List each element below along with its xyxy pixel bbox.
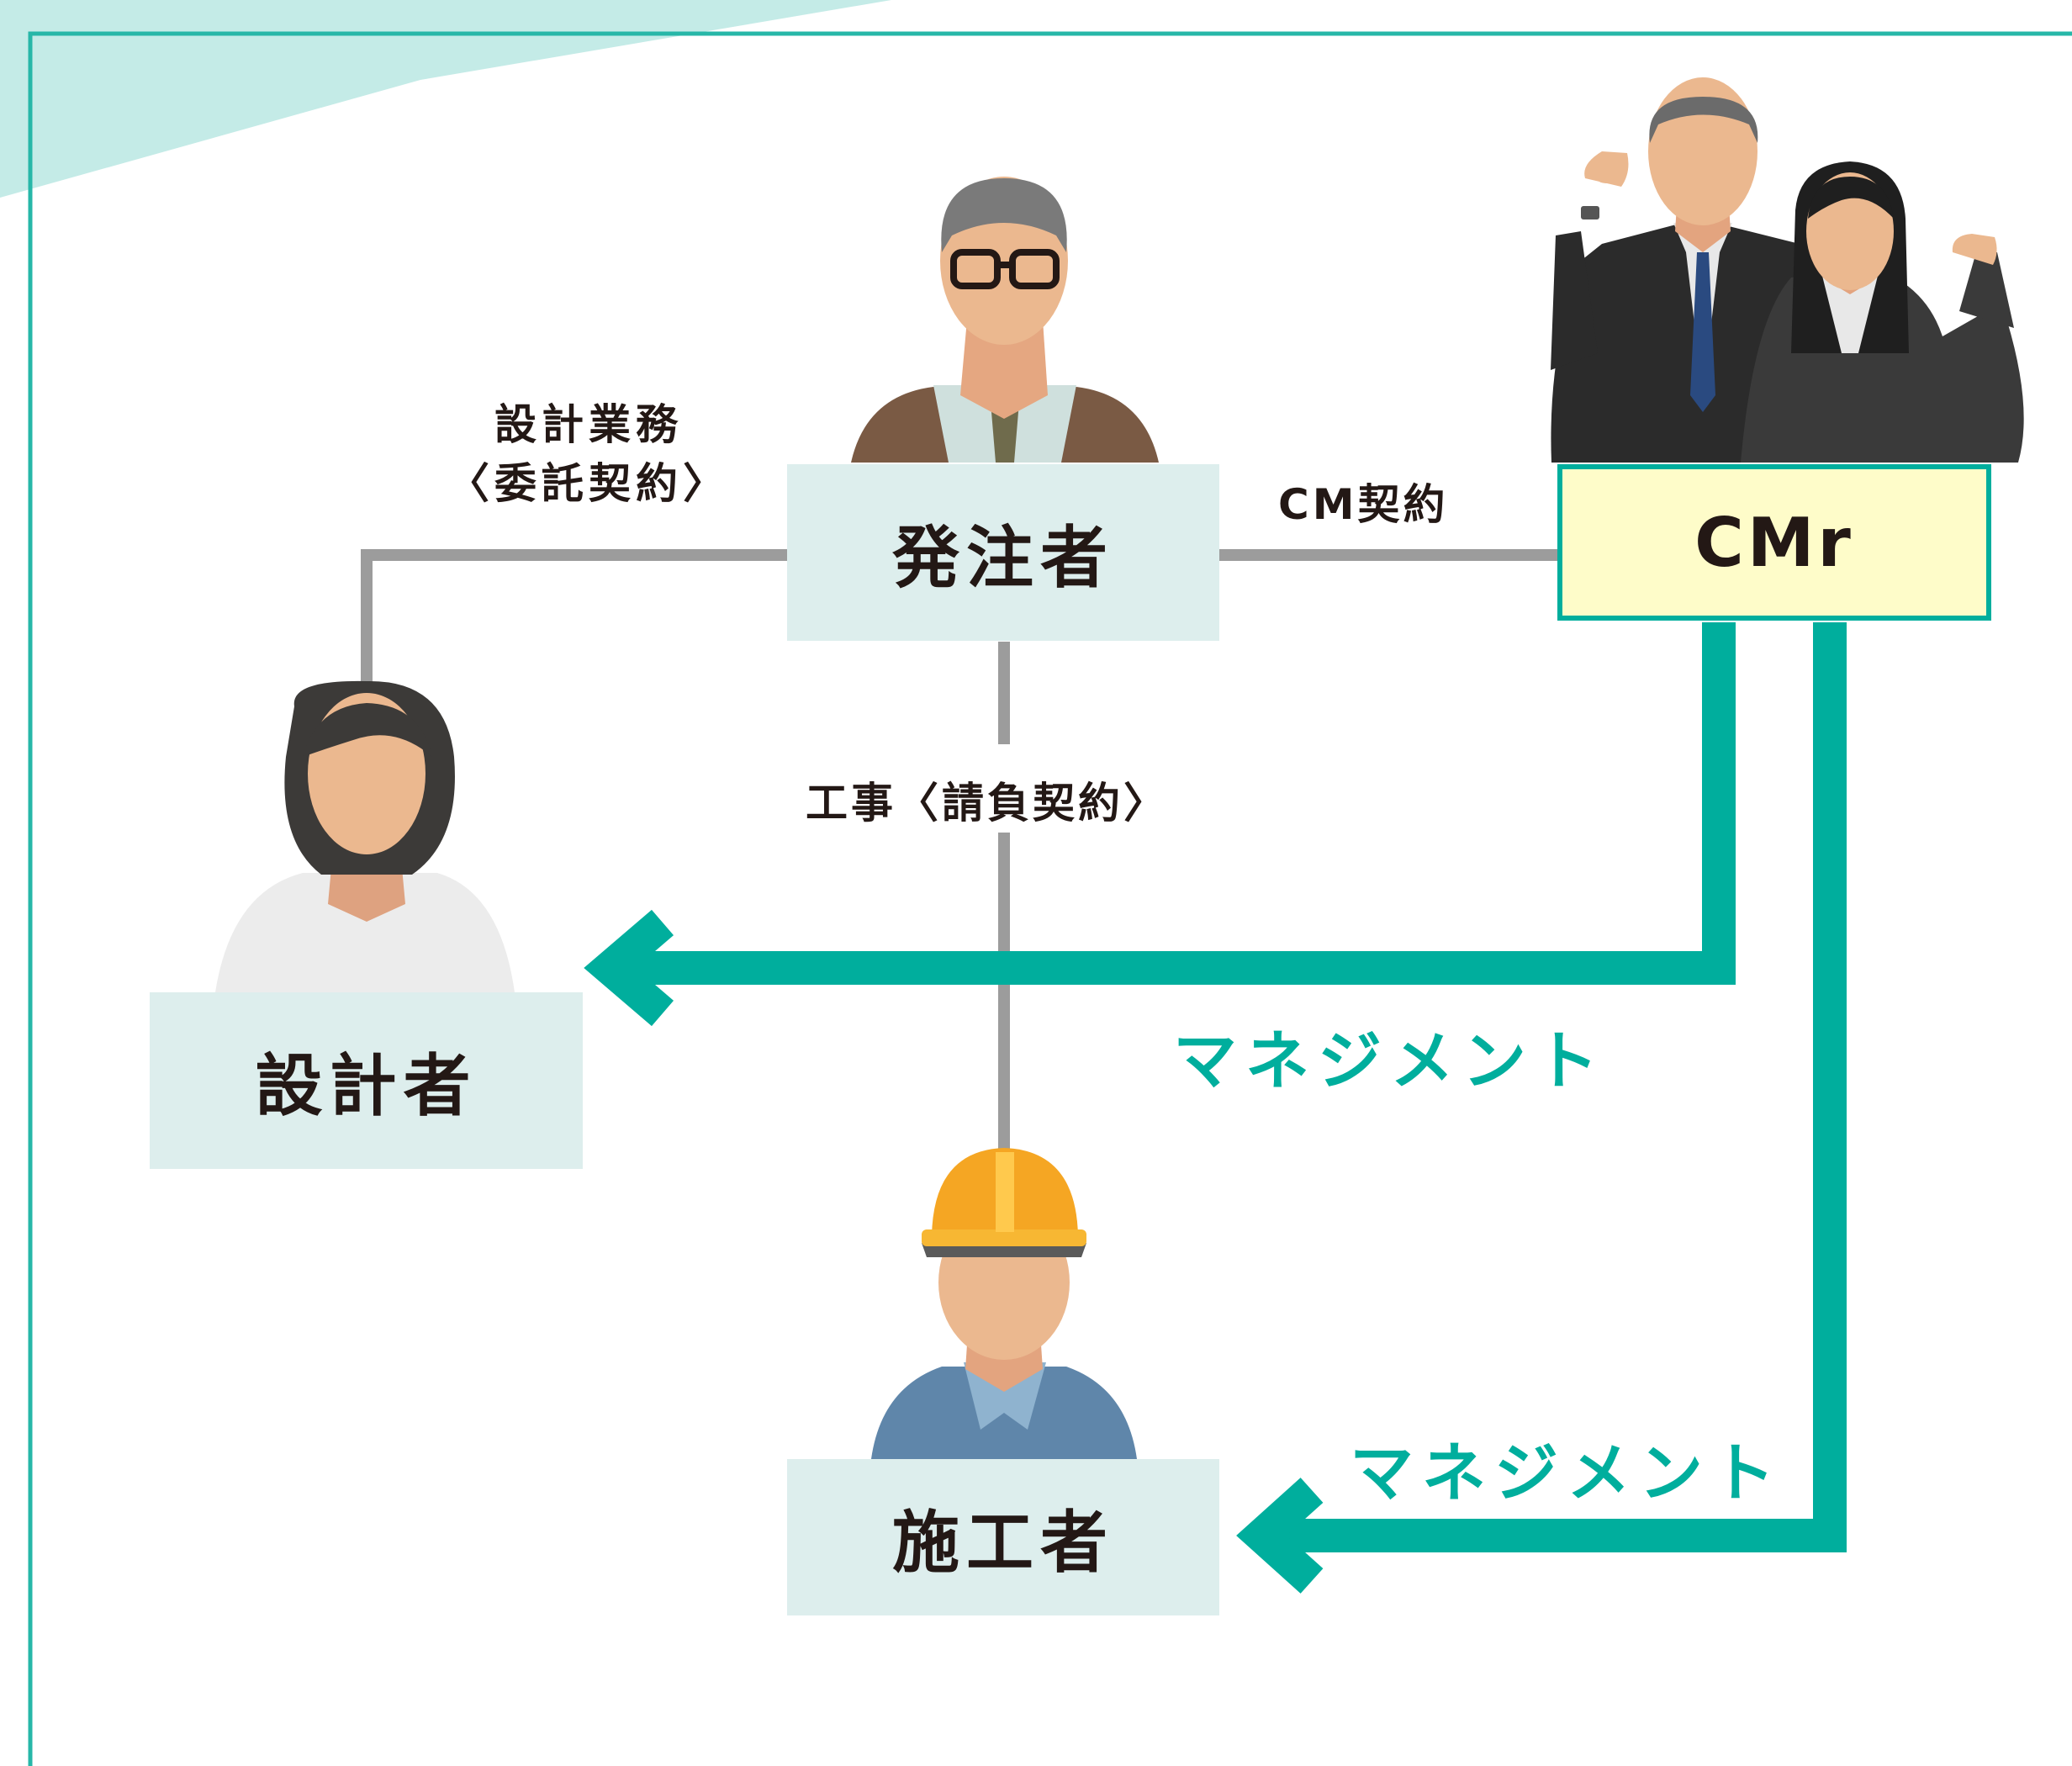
contractor-box: 施工者	[787, 1459, 1219, 1615]
contractor-figure-icon	[871, 1148, 1137, 1459]
owner-box: 発注者	[787, 464, 1219, 641]
cm-contract-label: CM契約	[1278, 480, 1449, 529]
design-contract-line	[361, 549, 787, 685]
owner-label: 発注者	[892, 519, 1114, 597]
designer-box: 設計者	[150, 992, 583, 1169]
management-arrow-contractor	[1261, 622, 1847, 1552]
design-contract-line1: 設計業務	[494, 400, 683, 449]
management-label-designer: マネジメント	[1173, 1023, 1607, 1098]
cmr-box: CMr	[1557, 464, 1991, 621]
management-label-contractor: マネジメント	[1350, 1436, 1784, 1510]
designer-figure-icon	[215, 680, 515, 992]
construction-contract-label: 工事〈請負契約〉	[806, 779, 1169, 827]
arrowhead-contractor	[1236, 1478, 1324, 1594]
contractor-label: 施工者	[892, 1504, 1114, 1582]
design-contract-line2: 〈委託契約〉	[447, 459, 730, 508]
cmr-team-figure-icon	[1551, 77, 2024, 463]
management-arrow-designer	[605, 622, 1736, 985]
arrowhead-designer	[584, 909, 674, 1027]
header-tint-band	[0, 0, 891, 198]
cmr-label: CMr	[1694, 503, 1854, 582]
designer-label: 設計者	[255, 1047, 478, 1125]
outer-frame	[28, 31, 2072, 1766]
owner-figure-icon	[851, 177, 1159, 463]
design-contract-label: 設計業務 〈委託契約〉	[437, 395, 740, 513]
